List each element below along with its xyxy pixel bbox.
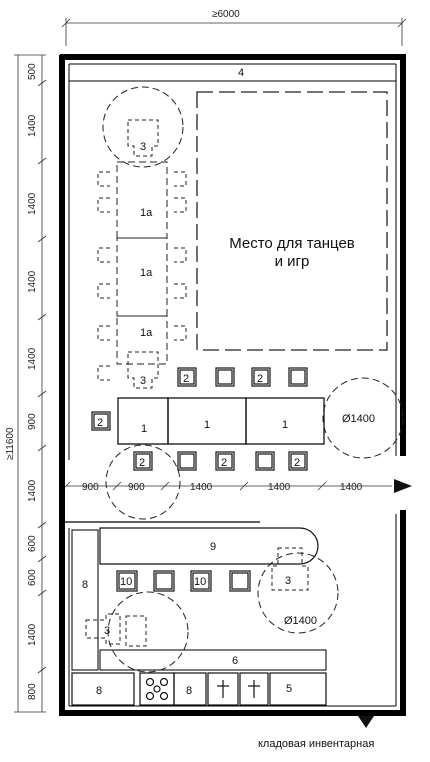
dim-v-2: 1400 <box>27 192 38 215</box>
sofa-3-mid-label: 3 <box>140 375 146 387</box>
chairs-solid <box>91 367 308 471</box>
dance-area-line-1: Место для танцев <box>229 235 355 252</box>
counter-6 <box>99 649 327 671</box>
dim-h-1: 900 <box>128 482 145 493</box>
dance-area-line-2: и игр <box>275 253 310 270</box>
shelf-8-vertical <box>71 529 99 671</box>
bar-counter-9 <box>99 527 319 565</box>
sofa-shapes-dashed <box>85 119 309 647</box>
dashed-chairs <box>97 171 187 381</box>
chair-2-label-1: 2 <box>257 373 263 385</box>
units-row <box>116 570 251 592</box>
unit-10-label-0: 10 <box>120 576 132 588</box>
dim-width: ≥6000 <box>212 9 240 20</box>
dim-height: ≥11600 <box>5 427 16 460</box>
clearance-circles <box>102 86 404 673</box>
chair-2-label-2: 2 <box>97 417 103 429</box>
tables-row-1 <box>117 397 325 445</box>
table-1-c-label: 1 <box>282 419 288 431</box>
dim-h-3: 1400 <box>268 482 291 493</box>
chair-2-label-4: 2 <box>221 457 227 469</box>
dim-v-7: 600 <box>27 535 38 552</box>
dim-v-10: 800 <box>27 683 38 700</box>
zone-5-label: 5 <box>286 683 292 695</box>
dim-v-1: 1400 <box>27 114 38 137</box>
walls <box>59 54 406 716</box>
chair-2-label-3: 2 <box>139 457 145 469</box>
chair-2-label-5: 2 <box>294 457 300 469</box>
dim-v-9: 1400 <box>27 623 38 646</box>
dim-v-8: 600 <box>27 569 38 586</box>
zone-4-label: 4 <box>238 67 244 79</box>
zone-8-top-label: 8 <box>82 579 88 591</box>
dim-v-6: 1400 <box>27 479 38 502</box>
dim-horizontal-chain: 900 900 1400 1400 1400 <box>82 482 363 493</box>
sofa-3-right-label: 3 <box>285 575 291 587</box>
table-1-a-label: 1 <box>141 423 147 435</box>
dim-v-0: 500 <box>27 63 38 80</box>
table-1a-2-label: 1a <box>140 267 153 279</box>
equipment-row <box>71 672 327 706</box>
table-1a-1-label: 1a <box>140 207 153 219</box>
dim-v-4: 1400 <box>27 347 38 370</box>
exit-arrow-bottom <box>358 716 374 728</box>
dance-area <box>196 91 388 351</box>
zone-8-bottom-mid-label: 8 <box>186 685 192 697</box>
zone-8-bottom-left-label: 8 <box>96 685 102 697</box>
table-1a-3-label: 1a <box>140 327 153 339</box>
exit-arrow-right <box>394 479 412 493</box>
table-1a-column <box>116 161 168 365</box>
dim-vertical-chain: 500 1400 1400 1400 1400 900 1400 600 600… <box>27 63 38 700</box>
dim-v-5: 900 <box>27 413 38 430</box>
circle-label-b: Ø1400 <box>284 615 317 627</box>
chair-2-label-0: 2 <box>183 373 189 385</box>
dim-v-3: 1400 <box>27 270 38 293</box>
zone-9-label: 9 <box>210 541 216 553</box>
unit-10-label-1: 10 <box>194 576 206 588</box>
zone-6-label: 6 <box>232 655 238 667</box>
sofa-3-low-label: 3 <box>104 625 110 637</box>
dim-h-4: 1400 <box>340 482 363 493</box>
circle-label-a: Ø1400 <box>342 413 375 425</box>
dim-h-2: 1400 <box>190 482 213 493</box>
sofa-3-top-label: 3 <box>140 141 146 153</box>
table-1-b-label: 1 <box>204 419 210 431</box>
dim-h-0: 900 <box>82 482 99 493</box>
storage-caption: кладовая инвентарная <box>258 738 374 750</box>
dimension-lines <box>14 18 407 713</box>
